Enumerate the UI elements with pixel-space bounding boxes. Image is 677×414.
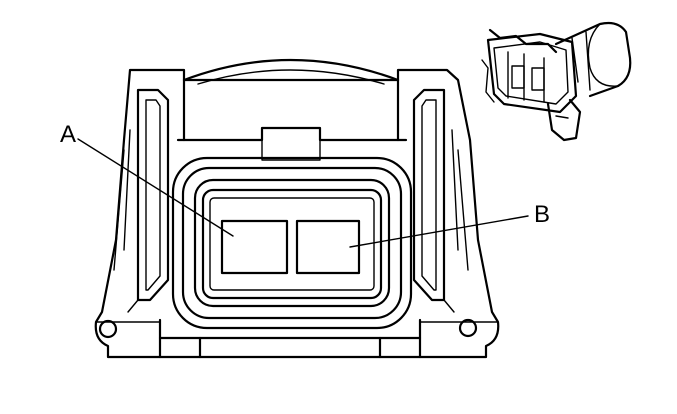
thumbnail-lower-tab-detail <box>481 59 569 119</box>
shroud-outer <box>171 156 413 330</box>
callout-a-leader <box>77 138 234 237</box>
right-mounting-hole <box>458 318 478 338</box>
thumbnail-rear-cap <box>587 23 619 87</box>
thumbnail-cavity-2 <box>531 67 545 91</box>
callout-a-label: A <box>60 121 76 148</box>
base-plate <box>158 318 422 340</box>
latch-hump-inner <box>197 69 385 85</box>
base-feet <box>158 336 422 359</box>
callout-b-leader <box>349 215 529 248</box>
terminal-cavity-border <box>209 197 375 291</box>
latch-tab <box>182 78 400 142</box>
left-latch-arm <box>136 88 170 302</box>
thumbnail-front-housing <box>486 32 578 114</box>
connector-outer-body <box>94 68 500 359</box>
thumbnail-latch-detail <box>507 51 545 103</box>
latch-hump <box>182 58 400 82</box>
connector-face-view <box>94 58 500 359</box>
upper-frame <box>176 126 408 142</box>
thumbnail-front-face <box>493 41 569 105</box>
thumbnail-cavity-1 <box>511 65 525 89</box>
shroud-seal <box>193 178 391 308</box>
thumbnail-rear-body <box>554 21 632 98</box>
right-side-guides <box>443 129 469 313</box>
thumbnail-lower-tab <box>546 98 582 142</box>
left-mounting-hole <box>98 319 118 339</box>
shroud-inner <box>201 188 383 300</box>
right-latch-arm <box>412 88 446 302</box>
thumbnail-latch <box>488 28 558 54</box>
callout-b-label: B <box>534 201 550 228</box>
right-latch-arm-inner <box>421 99 437 291</box>
upper-frame-step <box>261 139 321 161</box>
terminal-cavity-b <box>295 219 361 275</box>
callouts: A B <box>60 121 550 248</box>
shroud-middle <box>181 166 403 320</box>
terminal-cavity-a <box>220 219 289 275</box>
left-side-guides <box>113 129 139 313</box>
left-latch-arm-inner <box>145 99 161 291</box>
connector-isometric-thumbnail <box>481 21 632 142</box>
